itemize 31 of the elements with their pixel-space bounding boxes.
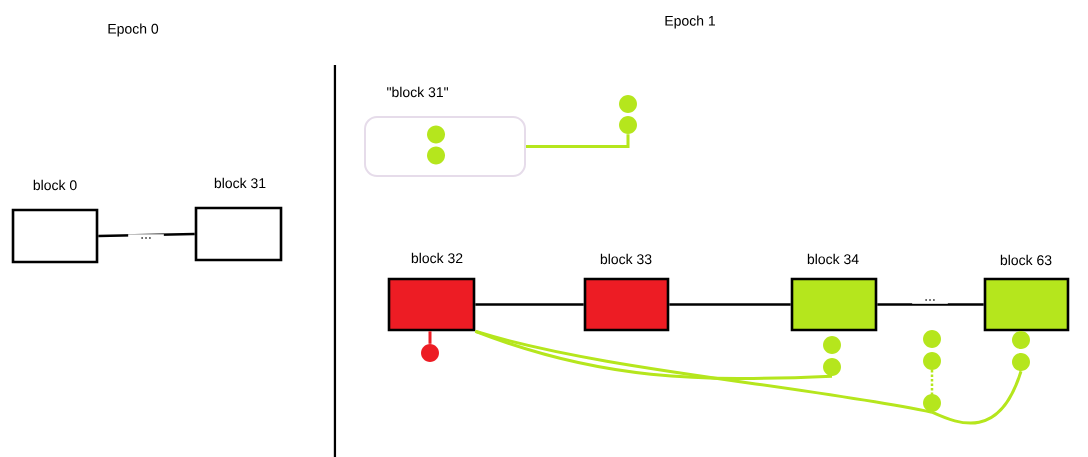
block-box: block 31 xyxy=(194,177,283,262)
dot-chain xyxy=(823,336,841,376)
node-label: block 0 xyxy=(33,179,77,191)
block-box: block 63 xyxy=(983,254,1070,332)
connector xyxy=(526,134,630,148)
rounded-box: "block 31" xyxy=(364,86,526,177)
node-label: block 33 xyxy=(600,253,652,265)
dot-chain xyxy=(619,95,637,134)
block-box: block 0 xyxy=(11,179,99,264)
edge-label: ... xyxy=(128,234,164,242)
connector xyxy=(428,331,432,344)
block-box: block 34 xyxy=(790,253,878,332)
dot-chain xyxy=(427,125,445,165)
epoch-title: Epoch 1 xyxy=(665,15,715,29)
epoch-title: Epoch 0 xyxy=(108,23,159,37)
connector xyxy=(475,303,584,306)
connector xyxy=(669,303,791,306)
node-label: block 31 xyxy=(214,177,266,189)
block-box: block 32 xyxy=(387,252,476,332)
dot xyxy=(421,344,439,362)
node-label: block 34 xyxy=(807,253,859,265)
node-label: block 63 xyxy=(1000,254,1052,266)
dot-chain xyxy=(1012,331,1030,371)
dot-chain xyxy=(923,330,941,412)
connector xyxy=(474,329,933,414)
node-label: "block 31" xyxy=(387,86,449,98)
node-label: block 32 xyxy=(411,252,463,264)
edge-label: ... xyxy=(912,296,948,304)
connector xyxy=(931,370,1023,425)
block-box: block 33 xyxy=(583,253,670,332)
connector xyxy=(877,303,984,306)
